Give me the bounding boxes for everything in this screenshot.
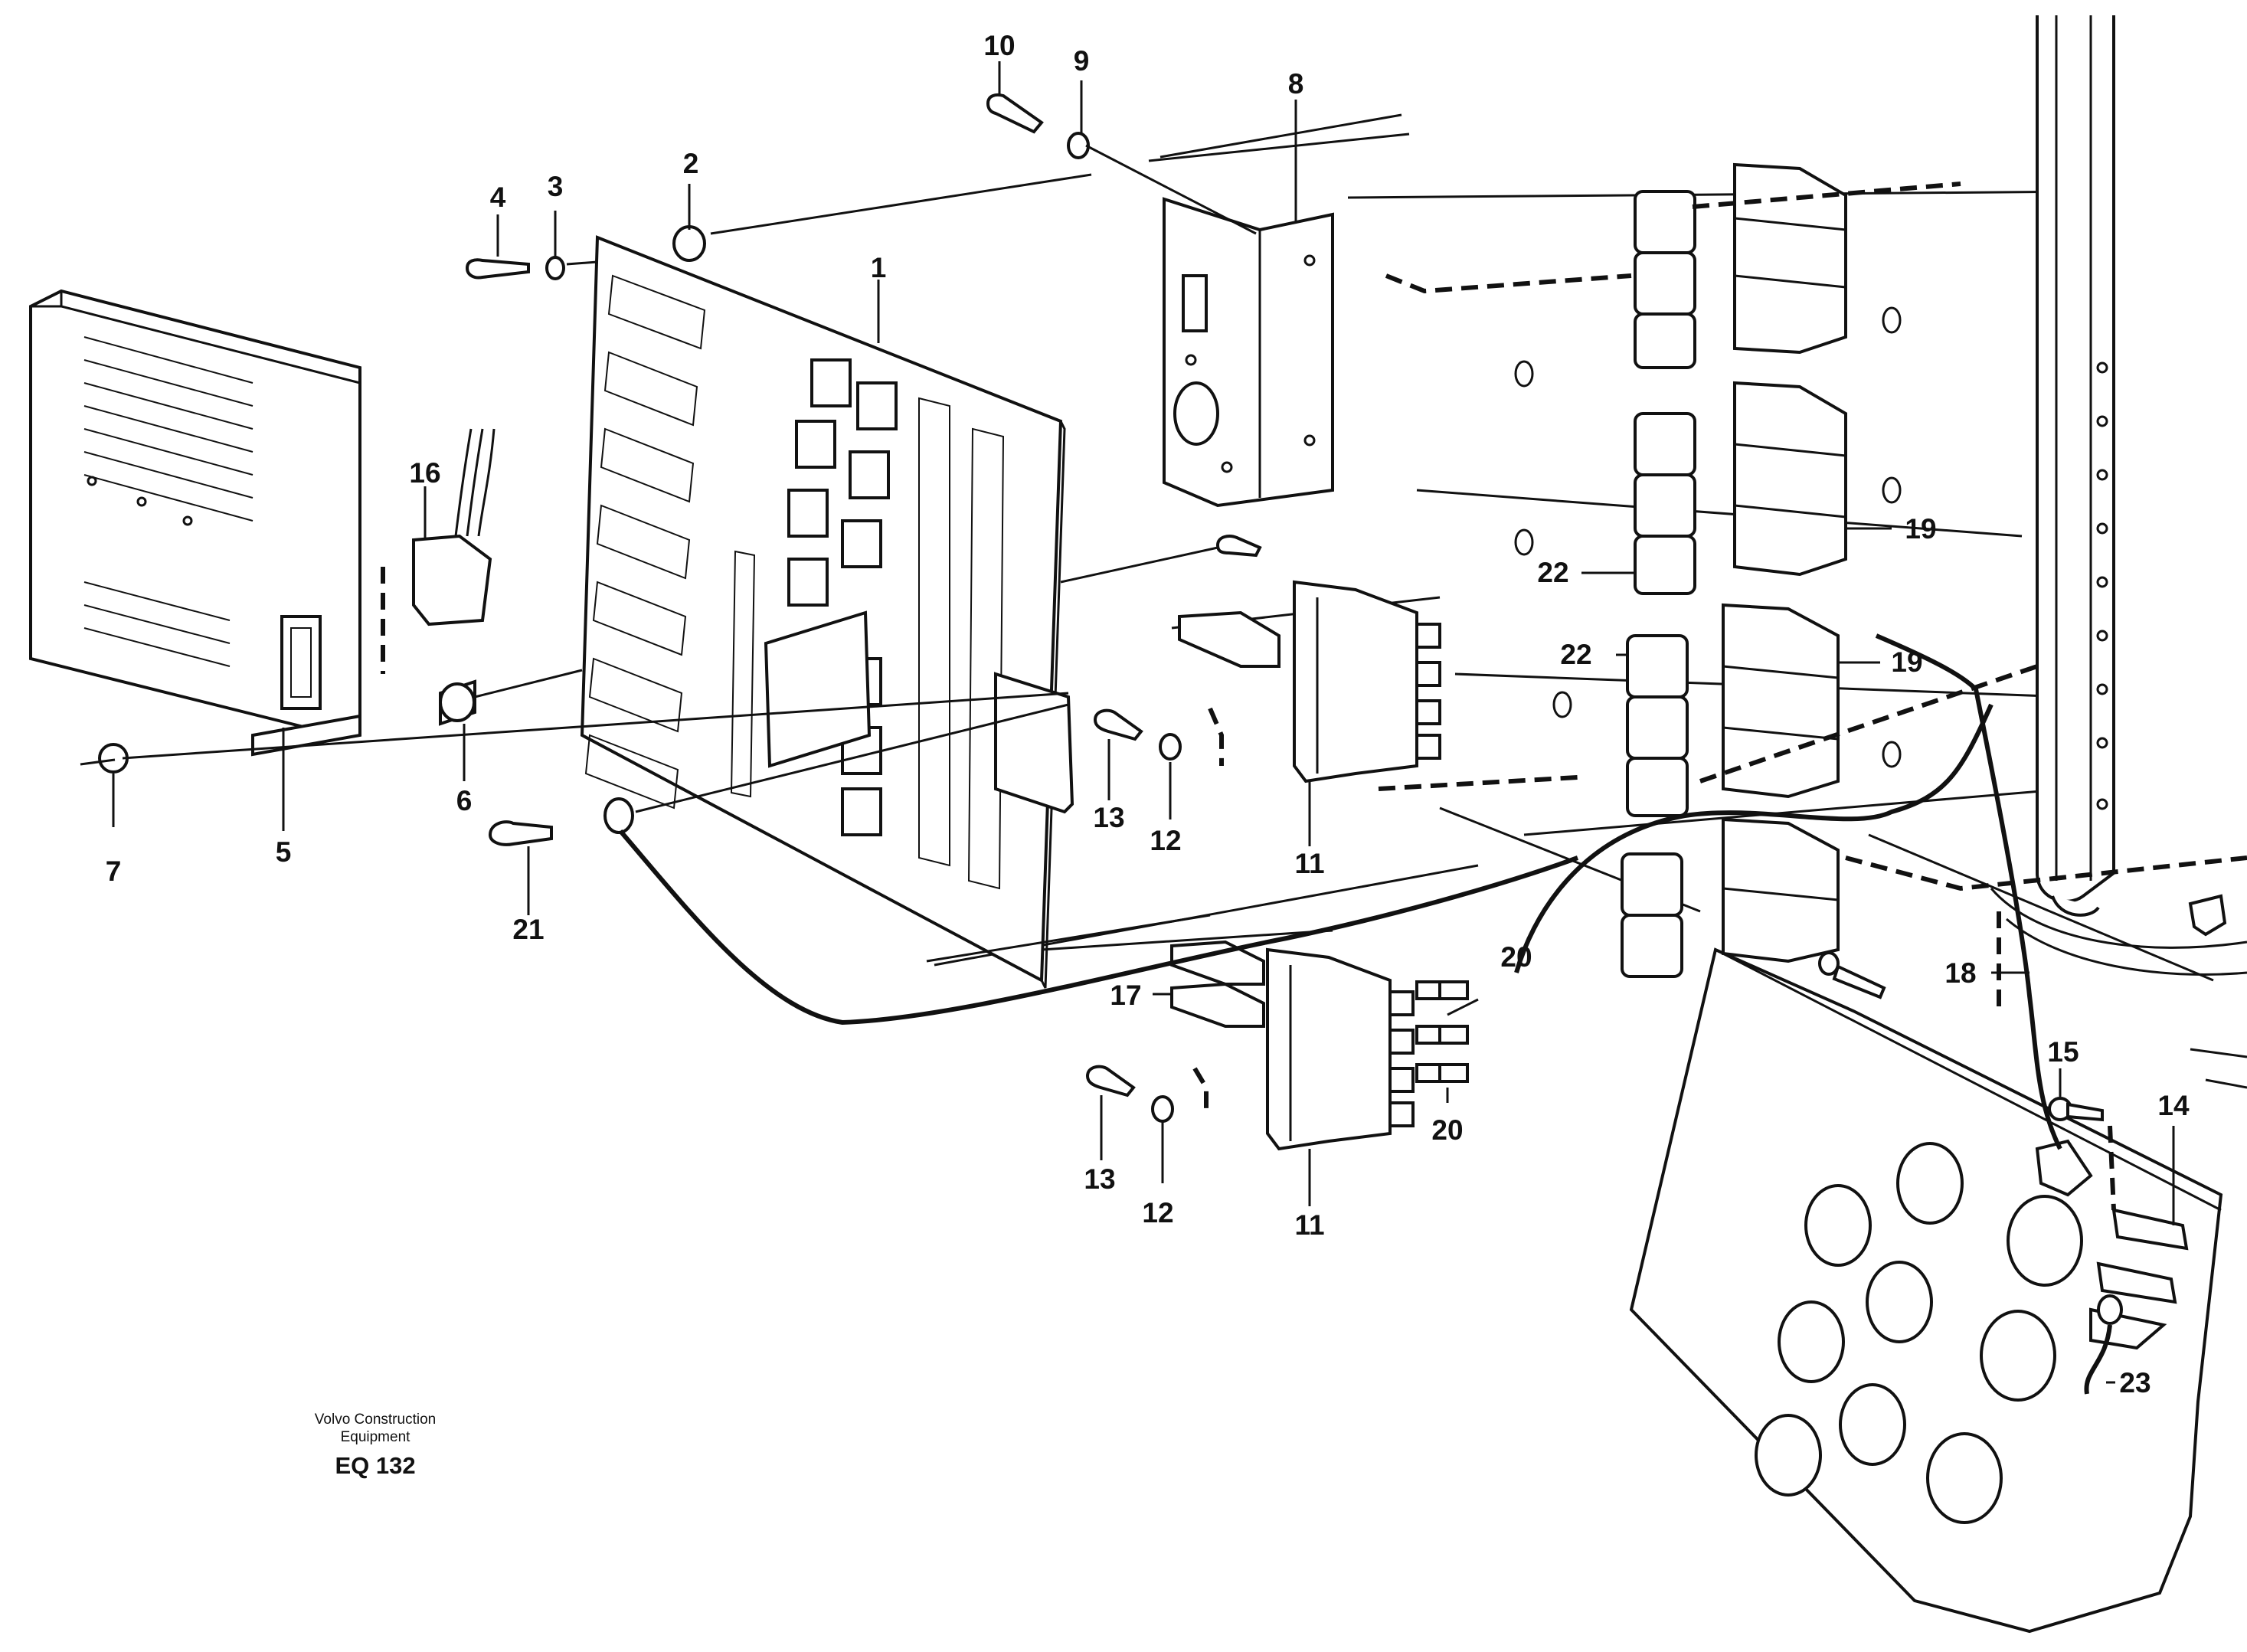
callout-1: 1 [871,252,887,283]
callout-19-lower: 19 [1891,646,1922,678]
callout-9: 9 [1074,45,1090,77]
callout-18: 18 [1944,957,1976,989]
maker-name-line-2: Equipment [340,1429,410,1445]
plate-holes [1514,306,1902,768]
relay-group-middle [1621,634,1689,978]
figure-code: EQ 132 [335,1452,416,1479]
callout-15: 15 [2047,1036,2079,1068]
instrument-panel [1629,947,2223,1634]
cables [618,182,2247,1211]
callout-19-upper: 19 [1905,513,1936,545]
callout-10: 10 [983,30,1015,61]
callout-3: 3 [548,171,564,202]
callout-5: 5 [276,836,292,868]
relay-sockets [1722,162,1847,963]
callout-leaders [112,61,2175,1384]
callout-2: 2 [683,148,699,179]
callout-labels: 1 2 3 4 5 6 7 8 9 10 11 11 12 12 13 13 1… [106,30,2190,1398]
bracket [1163,197,1334,508]
callout-16: 16 [409,457,440,489]
connector-block-lower [1266,947,1415,1151]
callout-17: 17 [1110,980,1141,1011]
callout-20-upper: 20 [1500,941,1532,973]
leader-lines [80,113,1402,963]
relay-group-top [1634,190,1696,595]
fasteners [98,93,2227,1395]
callout-22-upper: 22 [1537,557,1568,588]
wiring-harness-16 [381,428,496,674]
connector-block-upper [1293,580,1441,783]
callout-20-lower: 20 [1431,1114,1463,1146]
maker-name-line-1: Volvo Construction [314,1412,437,1428]
callout-8: 8 [1288,68,1304,100]
callout-13-upper: 13 [1093,802,1124,833]
callout-14: 14 [2157,1090,2190,1121]
callout-11-upper: 11 [1294,848,1324,879]
callout-12-upper: 12 [1150,825,1181,856]
channel-post [2036,15,2115,917]
callout-11-lower: 11 [1294,1209,1324,1241]
callout-4: 4 [490,182,506,213]
control-unit [29,289,361,757]
connector-covers [1170,610,1280,1028]
callout-23: 23 [2119,1367,2151,1398]
callout-7: 7 [106,855,122,887]
callout-13-lower: 13 [1084,1163,1115,1195]
figure-caption: Volvo Construction Equipment EQ 132 [253,1411,498,1480]
callout-22-lower: 22 [1560,639,1591,670]
floor-arcs [1990,888,2247,976]
callout-12-lower: 12 [1142,1197,1173,1228]
callout-6: 6 [456,785,473,816]
callout-21: 21 [512,914,544,945]
